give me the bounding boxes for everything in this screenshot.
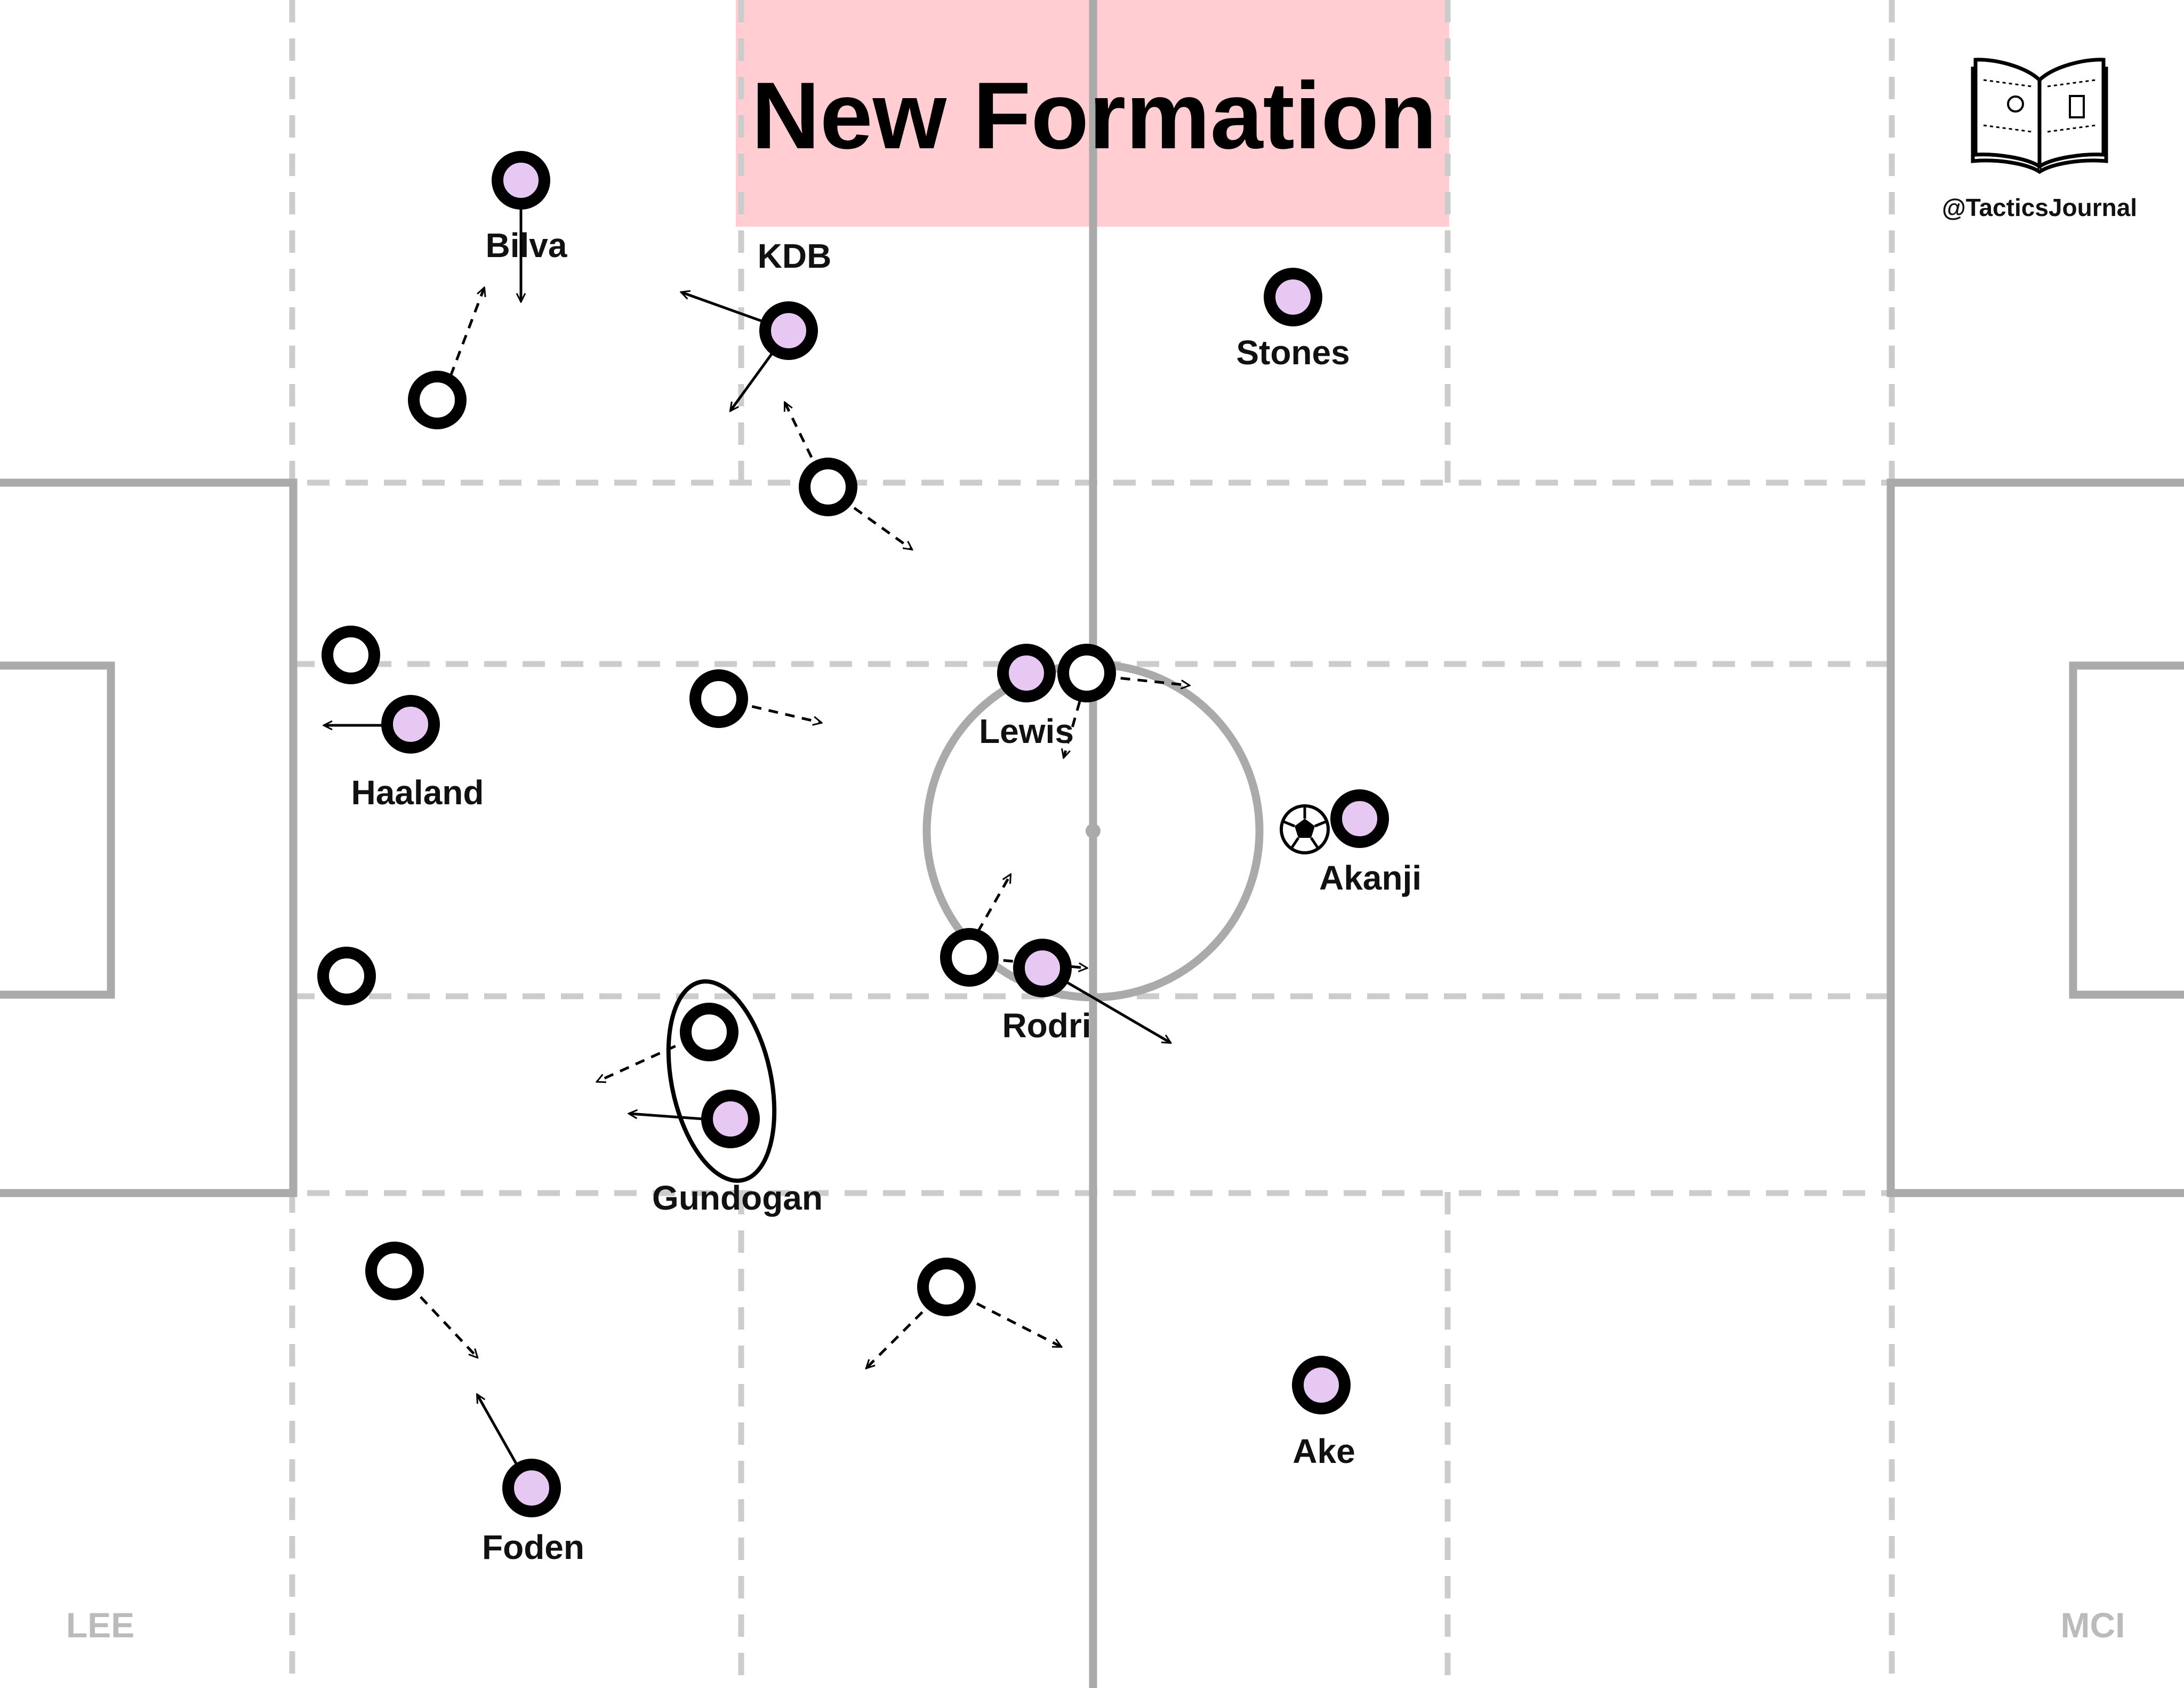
home-player-lewis xyxy=(997,644,1056,702)
player-label: Haaland xyxy=(351,773,484,812)
player-label: Stones xyxy=(1236,333,1350,372)
away-team xyxy=(317,371,1116,1316)
away-player xyxy=(689,669,748,728)
away-player xyxy=(322,626,380,684)
home-team xyxy=(381,151,1389,1517)
player-label: Rodri xyxy=(1002,1006,1091,1045)
player-label: Ake xyxy=(1292,1432,1355,1470)
team-label-left: LEE xyxy=(66,1605,134,1645)
away-player xyxy=(1057,644,1116,702)
home-player-gundogan xyxy=(701,1090,760,1148)
home-player-ake xyxy=(1292,1356,1351,1414)
player-label: Bilva xyxy=(486,226,567,265)
away-player xyxy=(940,928,999,987)
away-player xyxy=(365,1242,424,1300)
home-player-foden xyxy=(502,1459,561,1517)
away-player xyxy=(408,371,467,429)
page-title: New Formation xyxy=(751,62,1437,169)
player-label: Lewis xyxy=(979,712,1074,750)
tactics-book-icon xyxy=(1971,58,2108,174)
home-player-rodri xyxy=(1013,939,1072,997)
highlight-ellipse xyxy=(666,979,777,1183)
home-player-kdb xyxy=(759,301,818,360)
home-player-haaland xyxy=(381,695,440,754)
away-player xyxy=(317,947,376,1005)
home-player-stones xyxy=(1264,268,1322,326)
player-label: Gundogan xyxy=(652,1179,823,1217)
away-player xyxy=(799,458,857,516)
home-player-bilva xyxy=(492,151,550,210)
away-player xyxy=(680,1003,738,1061)
player-label: Foden xyxy=(482,1528,584,1566)
social-handle: @TacticsJournal xyxy=(1942,194,2137,221)
team-label-right: MCI xyxy=(2061,1605,2125,1645)
away-player xyxy=(917,1258,976,1316)
player-label: Akanji xyxy=(1319,859,1422,897)
centre-spot xyxy=(1086,823,1101,838)
player-label: KDB xyxy=(758,237,832,275)
player-labels: Bilva KDB Stones Haaland Lewis Akanji Ro… xyxy=(351,226,1422,1566)
football-icon xyxy=(1280,804,1330,854)
home-player-akanji xyxy=(1330,789,1389,848)
